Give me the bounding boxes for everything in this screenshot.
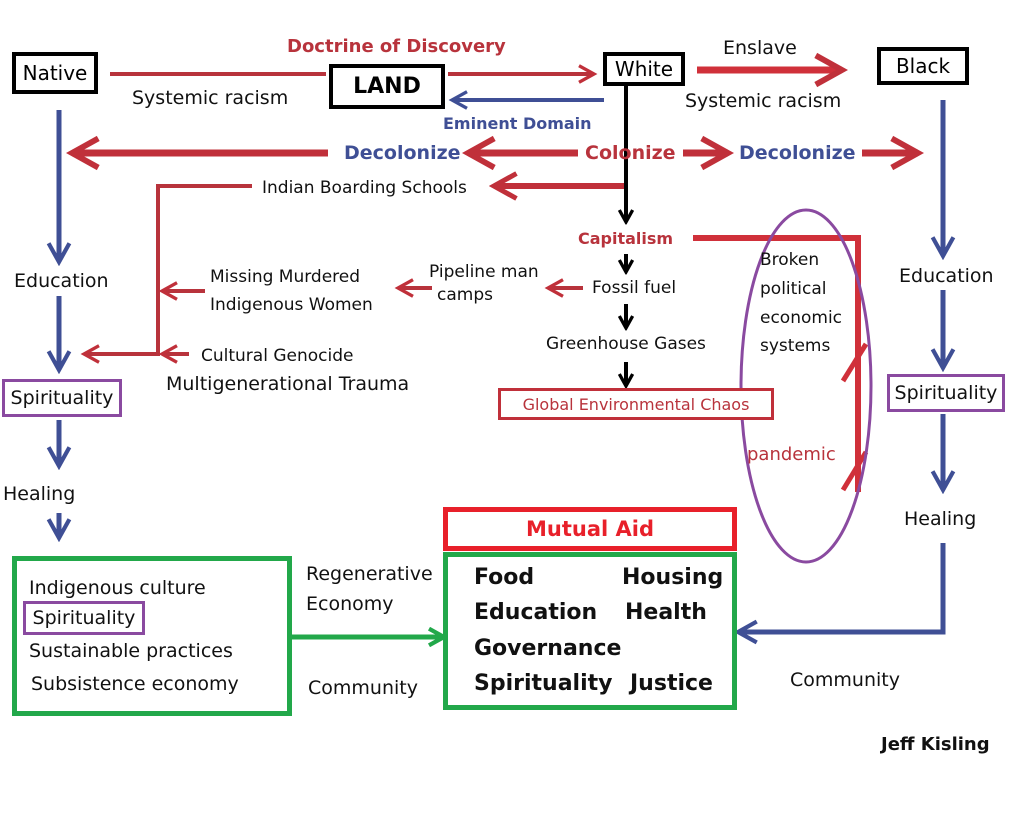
fossil-fuel-label: Fossil fuel <box>592 278 677 298</box>
mmiw-label-line1: Missing Murdered <box>210 267 361 287</box>
capitalism-label: Capitalism <box>578 229 674 248</box>
mutual-aid-justice: Justice <box>630 671 713 696</box>
trauma-label: Multigenerational Trauma <box>166 373 410 395</box>
regenerative-label-line2: Economy <box>306 593 394 615</box>
regenerative-label-line1: Regenerative <box>306 563 433 585</box>
native-spirituality-box: Spirituality <box>2 379 122 417</box>
sustainable-practices-item: Sustainable practices <box>29 640 233 662</box>
black-education-label: Education <box>899 265 994 287</box>
eminent-domain-label: Eminent Domain <box>443 114 592 133</box>
pipeline-label-line1: Pipeline man <box>429 262 539 282</box>
broken-systems-line-3: economic <box>760 308 843 328</box>
native-healing-label: Healing <box>3 483 76 505</box>
cultural-genocide-label: Cultural Genocide <box>201 346 354 366</box>
black-healing-label: Healing <box>904 508 977 530</box>
pandemic-label: pandemic <box>747 444 836 465</box>
colonize-label: Colonize <box>585 142 676 164</box>
enslave-label: Enslave <box>723 37 797 59</box>
decolonize-left-label: Decolonize <box>344 142 461 164</box>
broken-systems-line-4: systems <box>760 336 831 356</box>
white-node: White <box>603 52 685 86</box>
mutual-aid-box: Food Housing Education Health Governance… <box>443 552 737 710</box>
global-chaos-box: Global Environmental Chaos <box>498 388 774 420</box>
doctrine-of-discovery-label: Doctrine of Discovery <box>287 36 506 57</box>
native-node: Native <box>12 52 98 94</box>
native-education-label: Education <box>14 270 109 292</box>
broken-systems-line-1: Broken <box>760 250 820 270</box>
capitalism-broken-line <box>693 235 861 492</box>
systemic-racism-right-label: Systemic racism <box>685 90 842 112</box>
community-return-arrow <box>738 543 946 632</box>
mutual-aid-spirituality: Spirituality <box>474 671 613 696</box>
decolonize-right-label: Decolonize <box>739 142 856 164</box>
indigenous-culture-item: Indigenous culture <box>29 577 206 599</box>
indigenous-box: Indigenous culture Spirituality Sustaina… <box>12 556 292 716</box>
mutual-aid-food: Food <box>474 565 535 590</box>
indigenous-spirituality-item: Spirituality <box>23 601 145 635</box>
break-mark-1 <box>840 342 869 383</box>
mutual-aid-education: Education <box>474 600 598 625</box>
harms-bracket <box>84 184 252 354</box>
mmiw-label-line2: Indigenous Women <box>210 295 373 315</box>
author-credit: Jeff Kisling <box>881 734 990 755</box>
mutual-aid-housing: Housing <box>622 565 724 590</box>
black-community-label: Community <box>790 669 900 691</box>
break-mark-2 <box>840 450 869 492</box>
mutual-aid-health: Health <box>625 600 707 625</box>
black-spirituality-box: Spirituality <box>887 374 1005 412</box>
black-node: Black <box>877 47 969 85</box>
broken-systems-ellipse <box>739 208 873 564</box>
mutual-aid-title: Mutual Aid <box>443 507 737 551</box>
greenhouse-gases-label: Greenhouse Gases <box>546 334 706 354</box>
pipeline-label-line2: camps <box>437 285 493 305</box>
land-node: LAND <box>329 64 445 109</box>
systemic-racism-left-label: Systemic racism <box>132 87 289 109</box>
boarding-schools-label: Indian Boarding Schools <box>262 178 467 198</box>
indigenous-community-label: Community <box>308 677 418 699</box>
broken-systems-line-2: political <box>760 279 827 299</box>
mutual-aid-governance: Governance <box>474 636 622 661</box>
subsistence-economy-item: Subsistence economy <box>31 673 239 695</box>
